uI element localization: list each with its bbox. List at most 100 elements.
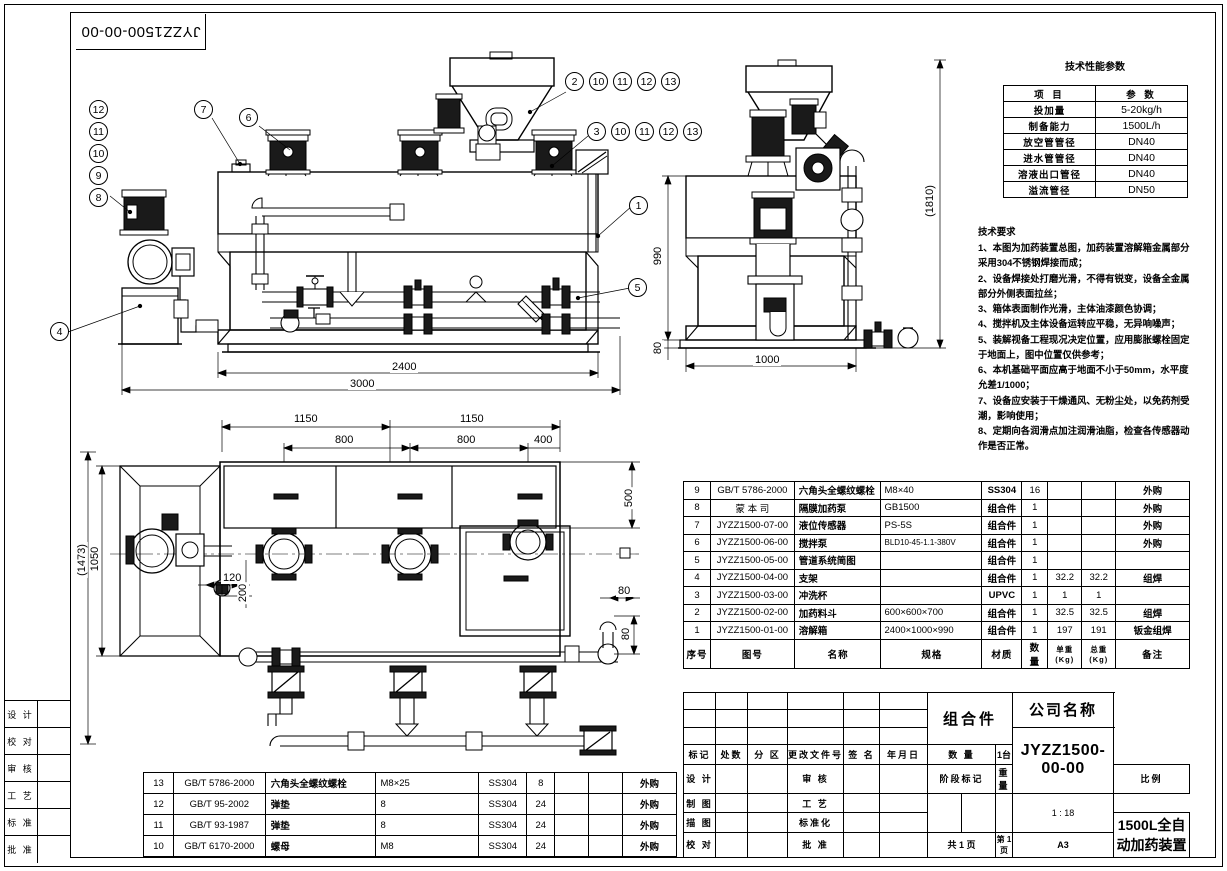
sig-field[interactable]: [843, 812, 880, 833]
drawing-number-strip: JYZZ1500-00-00: [76, 14, 206, 50]
callout-balloon-5[interactable]: 5: [628, 278, 647, 297]
signature-field[interactable]: [38, 701, 70, 727]
bom-total-weight: [1081, 551, 1117, 570]
tech-requirement-item: 3、箱体表面制作光滑，主体油漆颜色协调；: [978, 303, 1162, 315]
sig-field[interactable]: [879, 831, 928, 859]
stage-field[interactable]: [927, 792, 962, 833]
table-row: 4 JYZZ1500-04-00 支架 组合件 1 32.2 32.2 组焊: [683, 568, 1190, 587]
sig-field[interactable]: [715, 792, 748, 814]
sig-field[interactable]: [715, 812, 748, 833]
signature-field[interactable]: [38, 809, 70, 835]
bom-material: 组合件: [981, 516, 1023, 535]
tech-params-row: 溢流管径 DN50: [1003, 181, 1188, 198]
table-row: 13 GB/T 5786-2000 六角头全螺纹螺栓 M8×25 SS304 8…: [143, 772, 677, 794]
callout-balloon-10c[interactable]: 10: [611, 122, 630, 141]
bom-material: 组合件: [981, 568, 1023, 587]
sig-field[interactable]: [747, 812, 788, 833]
callout-balloon-10[interactable]: 10: [89, 144, 108, 163]
dimension-800-right: 800: [455, 434, 478, 446]
bom-header-material: 材质: [981, 638, 1023, 669]
drawing-number-strip-text: JYZZ1500-00-00: [80, 23, 201, 40]
bom-header-item-no: 序号: [683, 638, 711, 669]
weight-field[interactable]: [995, 792, 1013, 833]
dimension-800-left: 800: [333, 434, 356, 446]
callout-balloon-2[interactable]: 2: [565, 72, 584, 91]
tech-requirements-block: 技术要求 1、本图为加药装置总图，加药装置溶解箱金属部分采用304不锈钢焊接而成…: [978, 224, 1196, 454]
callout-balloon-12b[interactable]: 12: [637, 72, 656, 91]
sig-field[interactable]: [747, 763, 788, 794]
callout-balloon-8[interactable]: 8: [89, 188, 108, 207]
callout-balloon-11c[interactable]: 11: [635, 122, 654, 141]
bom-part-name: 搅拌泵: [793, 533, 881, 552]
signature-field[interactable]: [38, 755, 70, 781]
dimension-990: 990: [652, 244, 665, 268]
sig-field[interactable]: [879, 763, 928, 794]
signature-row: 校 对 批 准 共 1 页 第 1 页 A3: [683, 831, 1190, 859]
callout-balloon-13b[interactable]: 13: [683, 122, 702, 141]
sig-field[interactable]: [747, 831, 788, 859]
signature-label: 批 准: [4, 836, 38, 863]
sig-field[interactable]: [879, 812, 928, 833]
bom-item-no: 4: [683, 568, 711, 587]
tech-param-key: 溢流管径: [1003, 181, 1096, 198]
sig-field[interactable]: [843, 763, 880, 794]
table-row: 1 JYZZ1500-01-00 溶解箱 2400×1000×990 组合件 1…: [683, 621, 1190, 640]
bom-qty: 1: [1021, 586, 1049, 605]
tb-blank: [843, 691, 880, 711]
dimension-1150-right: 1150: [458, 413, 486, 425]
callout-balloon-9[interactable]: 9: [89, 166, 108, 185]
callout-balloon-11[interactable]: 11: [89, 122, 108, 141]
bom-table-main: 9 GB/T 5786-2000 六角头全螺纹螺栓 M8×40 SS304 16…: [683, 481, 1190, 669]
bom-item-no: 2: [683, 603, 711, 622]
sig-label-process: 工 艺: [787, 792, 844, 814]
sig-field[interactable]: [747, 792, 788, 814]
bom-unit-weight: [1047, 551, 1083, 570]
tb-blank: [683, 691, 716, 711]
sig-field[interactable]: [843, 831, 880, 859]
stage-field[interactable]: [961, 792, 996, 833]
bom-remark: 外购: [622, 835, 677, 857]
callout-balloon-4[interactable]: 4: [50, 322, 69, 341]
stage-mark-label: 阶段标记: [927, 763, 996, 794]
assembly-label: 组合件: [927, 691, 1013, 746]
callout-balloon-11b[interactable]: 11: [613, 72, 632, 91]
sig-label-standard: 标准化: [787, 812, 844, 833]
callout-balloon-10b[interactable]: 10: [589, 72, 608, 91]
bom-total-weight: [588, 793, 624, 815]
bom-drawing-no: GB/T 93-1987: [172, 814, 266, 836]
tech-params-title: 技术性能参数: [1065, 62, 1125, 73]
callout-balloon-1[interactable]: 1: [629, 196, 648, 215]
sig-field[interactable]: [843, 792, 880, 814]
signature-field[interactable]: [38, 836, 70, 863]
bom-remark: 外购: [1115, 516, 1190, 535]
bom-total-weight: 191: [1081, 621, 1117, 640]
tb-blank: [715, 691, 748, 711]
callout-balloon-12c[interactable]: 12: [659, 122, 678, 141]
callout-balloon-3[interactable]: 3: [587, 122, 606, 141]
sig-field[interactable]: [879, 792, 928, 814]
callout-balloon-6[interactable]: 6: [239, 108, 258, 127]
tech-requirement-item: 6、本机基础平面应高于地面不小于50mm，水平度允差1/1000；: [978, 364, 1189, 391]
tech-params-table: 项 目 参 数 投加量 5-20kg/h 制备能力 1500L/h 放空管管径 …: [1003, 85, 1188, 198]
signature-row: 校 对: [4, 728, 70, 755]
callout-balloon-12[interactable]: 12: [89, 100, 108, 119]
tech-params-row: 放空管管径 DN40: [1003, 133, 1188, 150]
sheet-inner-border: [70, 12, 1216, 858]
bom-item-no: 1: [683, 621, 711, 640]
tech-params-header-item: 项 目: [1003, 85, 1096, 102]
tb-blank: [683, 709, 716, 728]
dimension-1150-left: 1150: [292, 413, 320, 425]
signature-label: 标 准: [4, 809, 38, 835]
callout-balloon-13[interactable]: 13: [661, 72, 680, 91]
signature-field[interactable]: [38, 728, 70, 754]
table-row: 3 JYZZ1500-03-00 冲洗杯 UPVC 1 1 1: [683, 586, 1190, 605]
bom-item-no: 8: [683, 498, 711, 517]
tech-param-value: DN40: [1095, 133, 1188, 150]
sig-field[interactable]: [715, 763, 748, 794]
sig-field[interactable]: [715, 831, 748, 859]
tech-param-value: 5-20kg/h: [1095, 101, 1188, 118]
pages-current: 第 1 页: [995, 831, 1013, 859]
callout-balloon-7[interactable]: 7: [194, 100, 213, 119]
tb-blank: [715, 726, 748, 746]
signature-field[interactable]: [38, 782, 70, 808]
